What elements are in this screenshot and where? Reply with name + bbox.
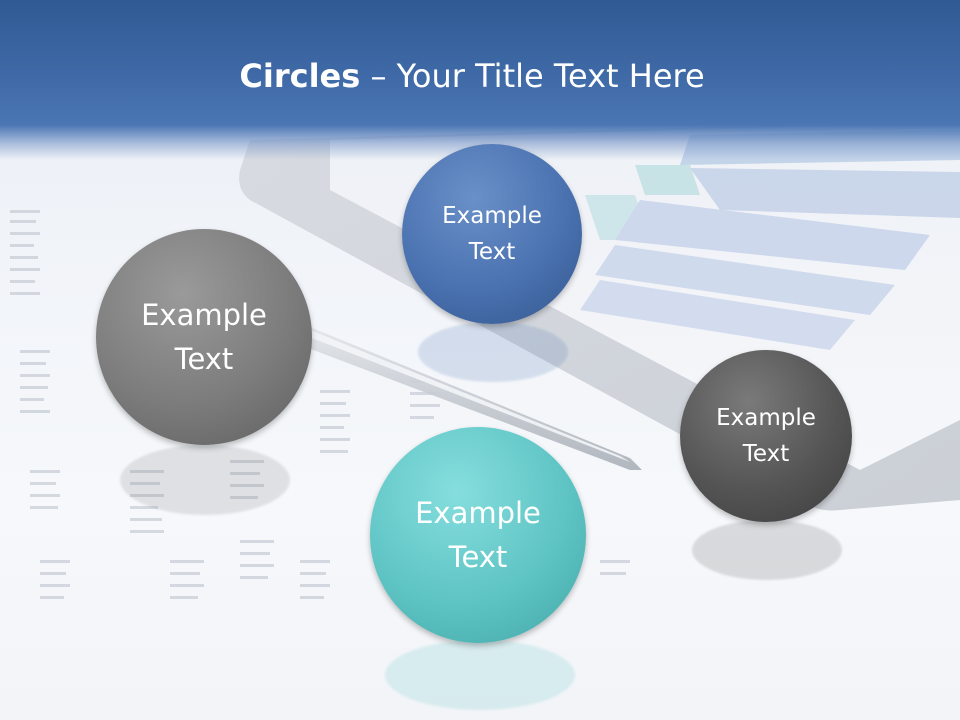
title-strong-word: Circles [239, 57, 361, 95]
teal-circle-label: Example Text [405, 491, 551, 579]
title-rest: – Your Title Text Here [360, 57, 705, 95]
teal-circle-label-line1: Example [415, 496, 541, 530]
blue-circle-label-line1: Example [442, 203, 542, 229]
circle-1-reflection [120, 445, 290, 515]
circle-3-reflection [385, 640, 575, 710]
blue-circle[interactable]: Example Text [402, 144, 582, 324]
blue-circle-label-line2: Text [468, 239, 516, 265]
teal-circle[interactable]: Example Text [370, 427, 586, 643]
printed-number-columns [10, 210, 630, 599]
teal-circle-label-line2: Text [448, 540, 508, 574]
gray-circle-label-line1: Example [141, 298, 267, 332]
gray-circle-label-line2: Text [174, 342, 234, 376]
gray-circle[interactable]: Example Text [96, 229, 312, 445]
dark-gray-circle-label-line2: Text [742, 441, 790, 467]
circle-2-reflection [418, 322, 568, 382]
circle-4-reflection [692, 520, 842, 580]
blue-circle-label: Example Text [432, 198, 552, 270]
dark-gray-circle-label: Example Text [706, 400, 826, 472]
dark-gray-circle[interactable]: Example Text [680, 350, 852, 522]
title-band [0, 0, 960, 160]
gray-circle-label: Example Text [131, 293, 277, 381]
pen [300, 325, 642, 470]
dark-gray-circle-label-line1: Example [716, 405, 816, 431]
slide-title: Circles – Your Title Text Here [0, 54, 944, 98]
